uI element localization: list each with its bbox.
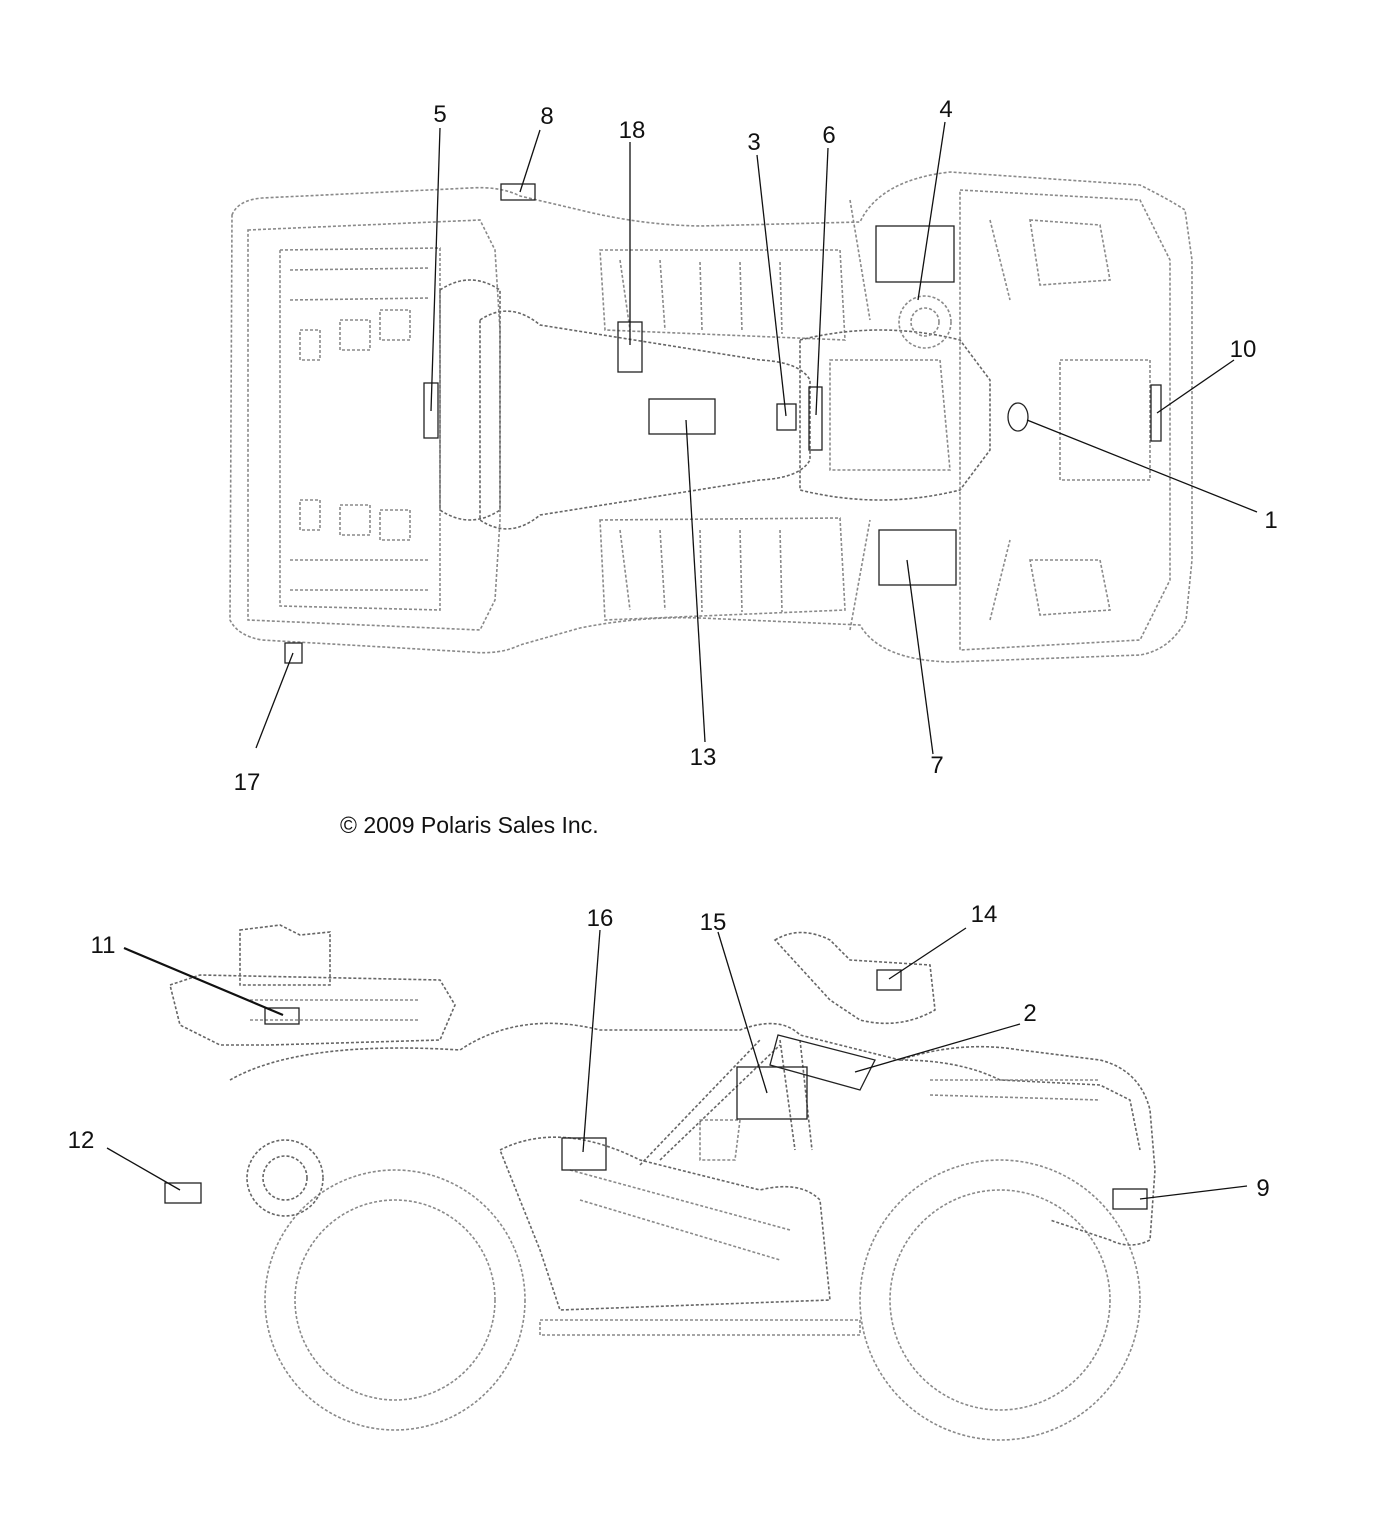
callout-16: 16 [587,905,614,932]
callout-12: 12 [68,1127,95,1154]
top-view-callout-labels: 5 8 18 3 6 4 10 1 17 13 7 [234,96,1278,796]
callout-9: 9 [1256,1175,1269,1202]
callout-14: 14 [971,901,998,928]
callout-10: 10 [1230,336,1257,363]
callout-18: 18 [619,117,646,144]
side-view-vehicle [169,924,1156,1441]
callout-2: 2 [1023,1000,1036,1027]
callout-5: 5 [433,101,446,128]
callout-4: 4 [939,96,952,123]
top-view-decals [284,183,1162,664]
copyright-notice: © 2009 Polaris Sales Inc. [340,812,599,838]
side-view-callout-labels: 11 16 15 14 2 12 9 [68,901,1270,1202]
callout-15: 15 [700,909,727,936]
callout-8: 8 [540,103,553,130]
side-view-decals [164,969,1148,1210]
callout-17: 17 [234,769,261,796]
callout-11: 11 [91,932,116,959]
top-view-leaders [255,121,1258,755]
callout-6: 6 [822,122,835,149]
callout-7: 7 [930,752,943,779]
callout-1: 1 [1264,507,1277,534]
side-view-leaders [106,927,1248,1200]
top-view-vehicle [229,171,1193,663]
callout-3: 3 [747,129,760,156]
callout-13: 13 [690,744,717,771]
